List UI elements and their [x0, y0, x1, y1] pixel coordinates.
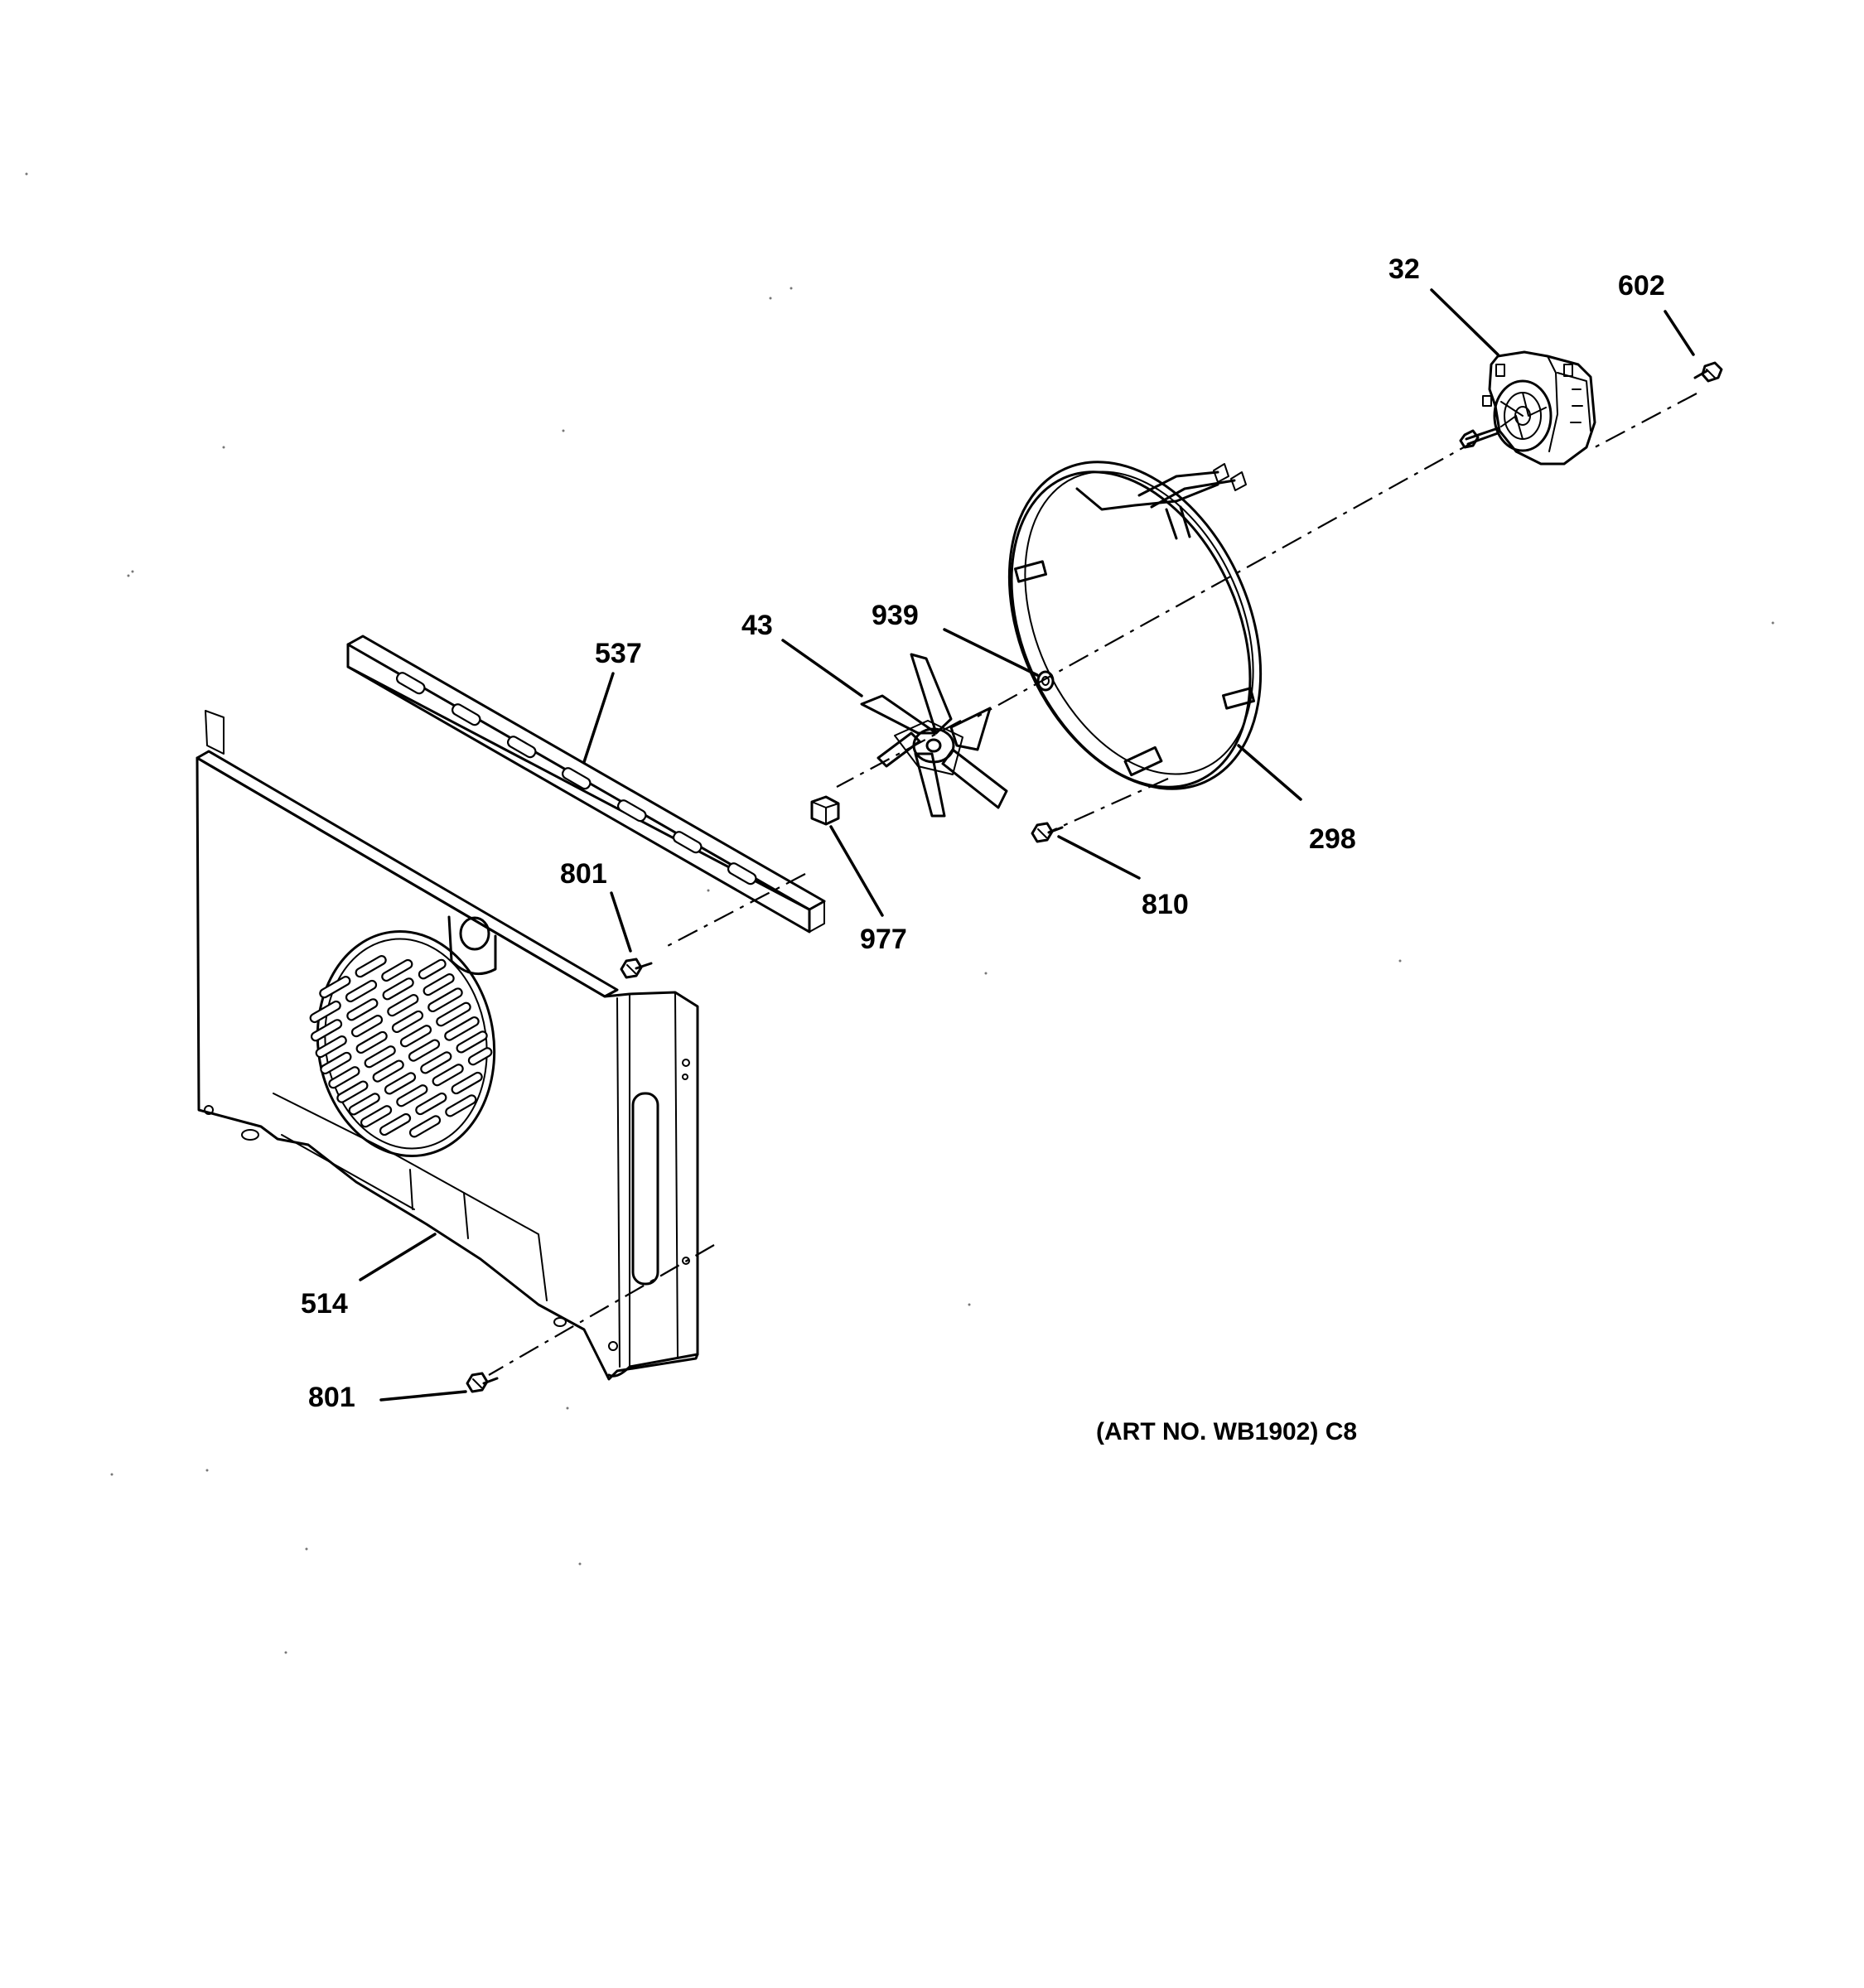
fan-motor-32 — [1459, 350, 1596, 466]
art-number: (ART NO. WB1902) C8 — [1096, 1418, 1357, 1445]
part-labels: 32 602 43 939 537 298 801 977 810 514 80… — [301, 253, 1665, 1445]
label-43: 43 — [741, 610, 773, 641]
label-939: 939 — [872, 600, 919, 631]
screw-810 — [1031, 822, 1064, 843]
label-32: 32 — [1388, 253, 1420, 285]
scan-specks — [25, 172, 1775, 1654]
label-602: 602 — [1618, 270, 1665, 302]
screw-801-lower — [466, 1372, 499, 1393]
screw-602 — [1693, 361, 1723, 383]
nut-977 — [810, 795, 840, 826]
bracket-537 — [346, 635, 826, 934]
label-977: 977 — [860, 924, 907, 955]
label-537: 537 — [595, 638, 642, 669]
label-298: 298 — [1309, 823, 1356, 855]
screw-801-upper — [620, 958, 653, 979]
grille-slots — [309, 955, 493, 1138]
assembly-axis-lines — [488, 393, 1697, 1376]
heating-element-298 — [1007, 461, 1263, 790]
label-514: 514 — [301, 1288, 348, 1320]
leader-lines — [359, 288, 1695, 1402]
label-801-lower: 801 — [308, 1382, 355, 1413]
fan-blade-43 — [860, 653, 1008, 818]
label-810: 810 — [1142, 889, 1189, 920]
bracket-slots — [395, 672, 757, 885]
label-801-upper: 801 — [560, 858, 607, 890]
fan-cover-514 — [196, 710, 699, 1381]
